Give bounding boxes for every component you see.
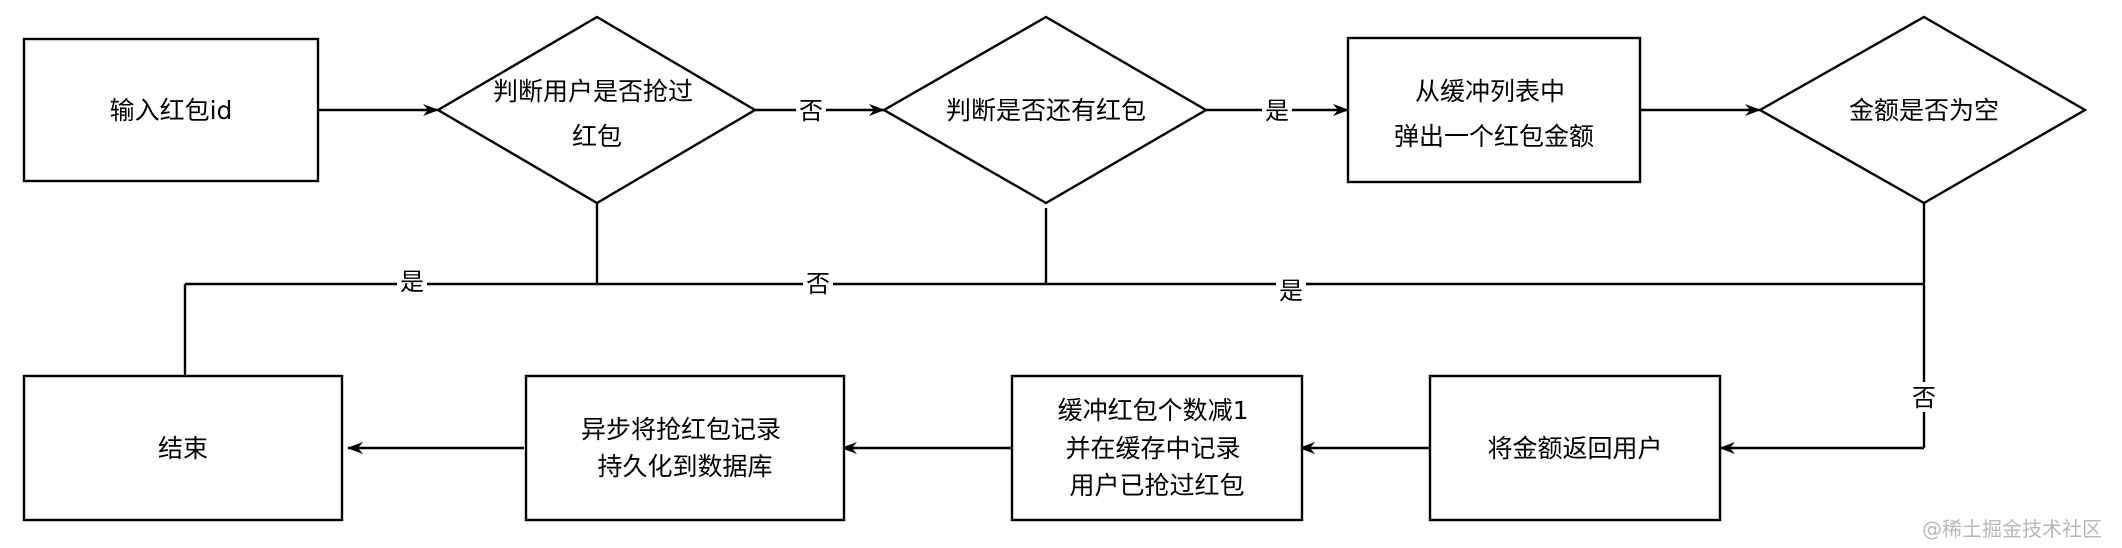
node-check-remaining bbox=[881, 15, 1209, 205]
node-check-remaining-text: 判断是否还有红包 bbox=[946, 96, 1146, 125]
watermark: @稀土掘金技术社区 bbox=[1922, 517, 2102, 541]
node-check-grabbed-text: 判断用户是否抢过 红包 bbox=[493, 77, 701, 151]
node-amount-empty bbox=[1757, 15, 2088, 205]
edge-label-remaining-yes: 是 bbox=[1265, 97, 1289, 125]
nodes bbox=[22, 15, 2088, 522]
node-async-record-line: 持久化到数据库 bbox=[597, 452, 772, 481]
node-check-grabbed-line: 判断用户是否抢过 bbox=[493, 77, 693, 106]
edge-label-remaining-no: 否 bbox=[806, 270, 830, 298]
node-input-id-text: 输入红包id bbox=[110, 96, 233, 125]
node-decrement-cache bbox=[1010, 374, 1304, 522]
node-decrement-cache-line: 并在缓存中记录 bbox=[1066, 434, 1241, 463]
node-async-record-text: 异步将抢红包记录 持久化到数据库 bbox=[581, 415, 789, 481]
edge-labels: 否 是 是 否 是 否 bbox=[397, 95, 1939, 412]
node-pop-amount-line: 弹出一个红包金额 bbox=[1394, 122, 1594, 151]
node-pop-amount-text: 从缓冲列表中 弹出一个红包金额 bbox=[1394, 77, 1594, 151]
node-end-text: 结束 bbox=[158, 434, 208, 463]
node-check-grabbed bbox=[435, 15, 758, 205]
edge-label-empty-yes: 是 bbox=[1279, 277, 1303, 305]
node-end-line: 结束 bbox=[158, 434, 208, 463]
node-input-id bbox=[22, 37, 320, 183]
node-async-record bbox=[524, 374, 846, 522]
node-pop-amount-line: 从缓冲列表中 bbox=[1415, 77, 1565, 106]
node-amount-empty-line: 金额是否为空 bbox=[1849, 96, 1999, 125]
node-check-grabbed-line: 红包 bbox=[572, 122, 622, 151]
node-labels: 输入红包id 判断用户是否抢过 红包 判断是否还有红包 从缓冲列表中 弹出一个红… bbox=[110, 77, 1999, 500]
node-decrement-cache-text: 缓冲红包个数减1 并在缓存中记录 用户已抢过红包 bbox=[1058, 396, 1257, 500]
node-return-amount-text: 将金额返回用户 bbox=[1487, 434, 1662, 463]
node-async-record-line: 异步将抢红包记录 bbox=[581, 415, 781, 444]
node-decrement-cache-line: 用户已抢过红包 bbox=[1069, 471, 1244, 500]
node-pop-amount bbox=[1346, 36, 1642, 184]
node-decrement-cache-line: 缓冲红包个数减1 bbox=[1058, 396, 1249, 425]
edge-label-grabbed-no: 否 bbox=[799, 97, 823, 125]
node-check-remaining-line: 判断是否还有红包 bbox=[946, 96, 1146, 125]
edge-label-grabbed-yes: 是 bbox=[400, 268, 424, 296]
edges bbox=[179, 104, 1926, 454]
node-return-amount-line: 将金额返回用户 bbox=[1487, 434, 1662, 463]
edge-label-empty-no: 否 bbox=[1912, 384, 1936, 412]
node-input-id-line: 输入红包id bbox=[110, 96, 233, 125]
node-end bbox=[22, 374, 344, 522]
node-return-amount bbox=[1428, 374, 1722, 522]
node-amount-empty-text: 金额是否为空 bbox=[1849, 96, 1999, 125]
